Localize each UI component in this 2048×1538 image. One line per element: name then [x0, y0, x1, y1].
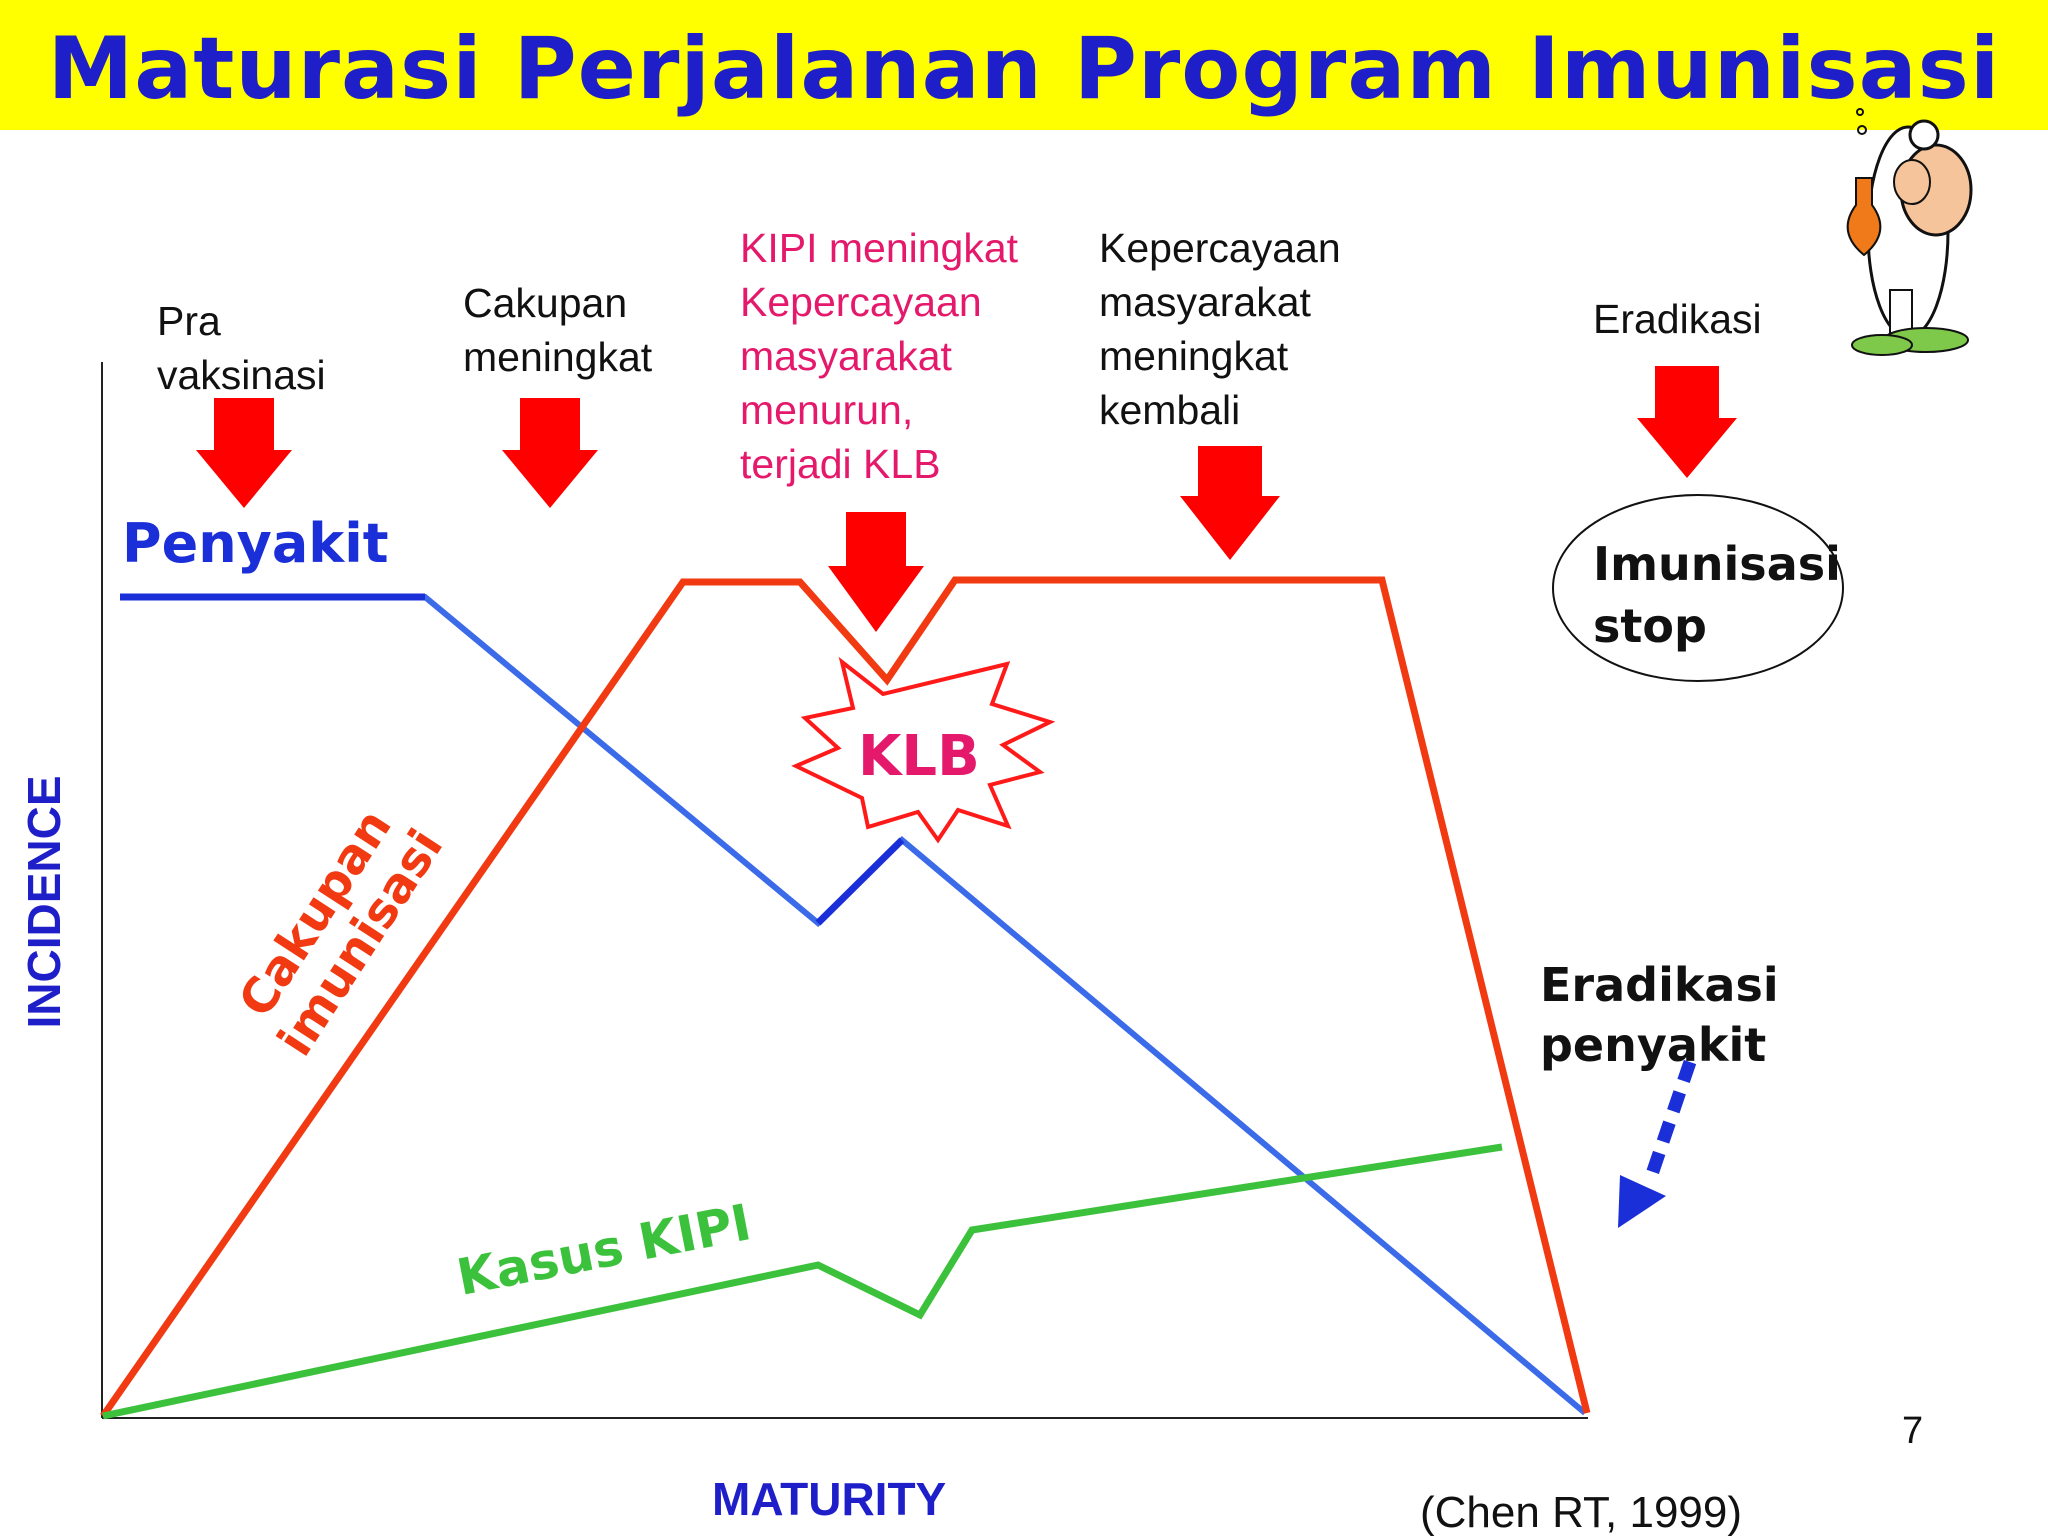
- page-number: 7: [1902, 1410, 1924, 1452]
- penyakit-label: Penyakit: [122, 512, 389, 575]
- x-axis-label: MATURITY: [712, 1473, 947, 1525]
- dotted-down-arrow-icon: [1643, 1059, 1697, 1183]
- y-axis-label: INCIDENCE: [18, 775, 70, 1029]
- stage-cakupan-meningkat: Cakupan meningkat: [463, 280, 653, 380]
- eradikasi-penyakit-label: Eradikasi penyakit: [1540, 958, 1779, 1072]
- page-title: Maturasi Perjalanan Program Imunisasi: [47, 19, 2001, 119]
- dotted-arrow-head: [1618, 1175, 1666, 1228]
- scientist-illustration: [1846, 108, 1973, 356]
- explosion-burst-icon: [791, 656, 1056, 844]
- stage-kepercayaan-meningkat: Kepercayaan masyarakat meningkat kembali: [1099, 225, 1341, 433]
- down-arrow-icon: [828, 512, 924, 632]
- stage-pra-vaksinasi: Pra vaksinasi: [157, 298, 326, 398]
- citation: (Chen RT, 1999): [1420, 1488, 1743, 1537]
- kasus-kipi-line: [102, 1143, 1503, 1420]
- down-arrow-icon: [502, 398, 598, 508]
- down-arrow-icon: [196, 398, 292, 508]
- down-arrow-icon: [1637, 366, 1737, 478]
- klb-label: KLB: [858, 724, 980, 789]
- stage-kipi-meningkat: KIPI meningkat Kepercayaan masyarakat me…: [740, 225, 1019, 487]
- imunisasi-stop-ellipse: [1552, 494, 1844, 682]
- stage-eradikasi: Eradikasi: [1593, 296, 1762, 342]
- title-bar: [0, 0, 2048, 130]
- down-arrow-icon: [1180, 446, 1280, 560]
- penyakit-line-klb-bump: [815, 837, 905, 926]
- imunisasi-stop-label: Imunisasi stop: [1593, 537, 1841, 653]
- cakupan-imunisasi-line: [100, 576, 1591, 1418]
